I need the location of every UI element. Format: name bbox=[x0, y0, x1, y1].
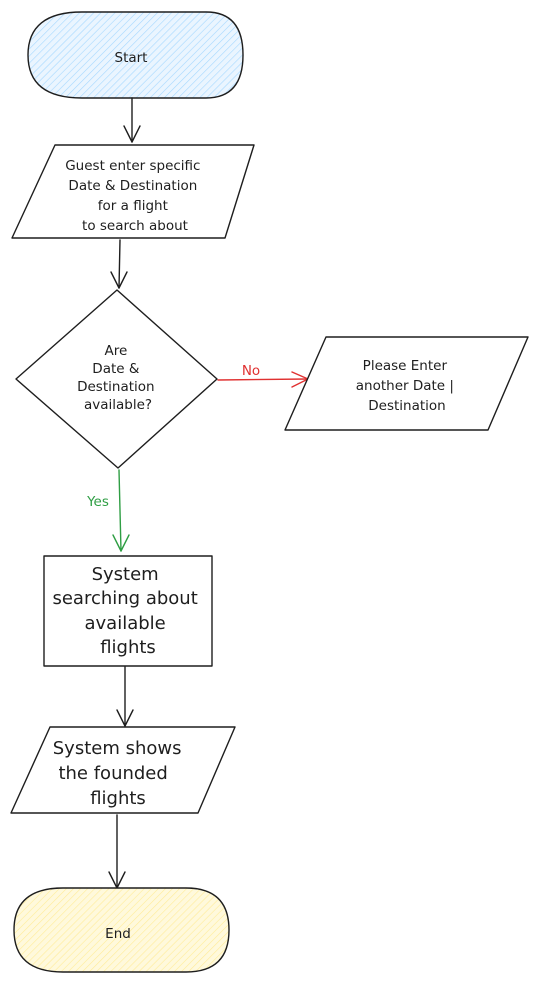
end-label: End bbox=[105, 926, 131, 942]
reenter-node: Please Enter another Date | Destination bbox=[284, 336, 529, 431]
edge-input-to-decision bbox=[110, 239, 128, 289]
input-shape bbox=[11, 144, 255, 239]
search-shape bbox=[43, 555, 213, 667]
edge-no: No bbox=[217, 363, 309, 388]
decision-shape bbox=[15, 289, 218, 469]
edge-search-to-show bbox=[116, 666, 134, 727]
edge-yes-label: Yes bbox=[86, 494, 109, 510]
show-node: System shows the founded flights bbox=[10, 726, 236, 814]
start-shape bbox=[27, 11, 244, 99]
reenter-shape bbox=[284, 336, 529, 431]
search-label: System searching about available flights bbox=[52, 564, 203, 658]
decision-label: Are Date & Destination available? bbox=[77, 343, 159, 413]
reenter-label: Please Enter another Date | Destination bbox=[356, 358, 459, 414]
edge-show-to-end bbox=[108, 814, 126, 889]
start-node: Start bbox=[27, 11, 244, 99]
edge-yes: Yes bbox=[86, 469, 130, 552]
start-label: Start bbox=[115, 50, 148, 66]
show-shape bbox=[10, 726, 236, 814]
end-node: End bbox=[13, 887, 230, 973]
input-node: Guest enter specific Date & Destination … bbox=[11, 144, 255, 239]
show-label: System shows the founded flights bbox=[53, 738, 187, 809]
edge-no-label: No bbox=[242, 363, 260, 379]
end-shape bbox=[13, 887, 230, 973]
decision-node: Are Date & Destination available? bbox=[15, 289, 218, 469]
input-label: Guest enter specific Date & Destination … bbox=[65, 158, 205, 234]
edge-start-to-input bbox=[123, 97, 141, 143]
search-node: System searching about available flights bbox=[43, 555, 213, 667]
